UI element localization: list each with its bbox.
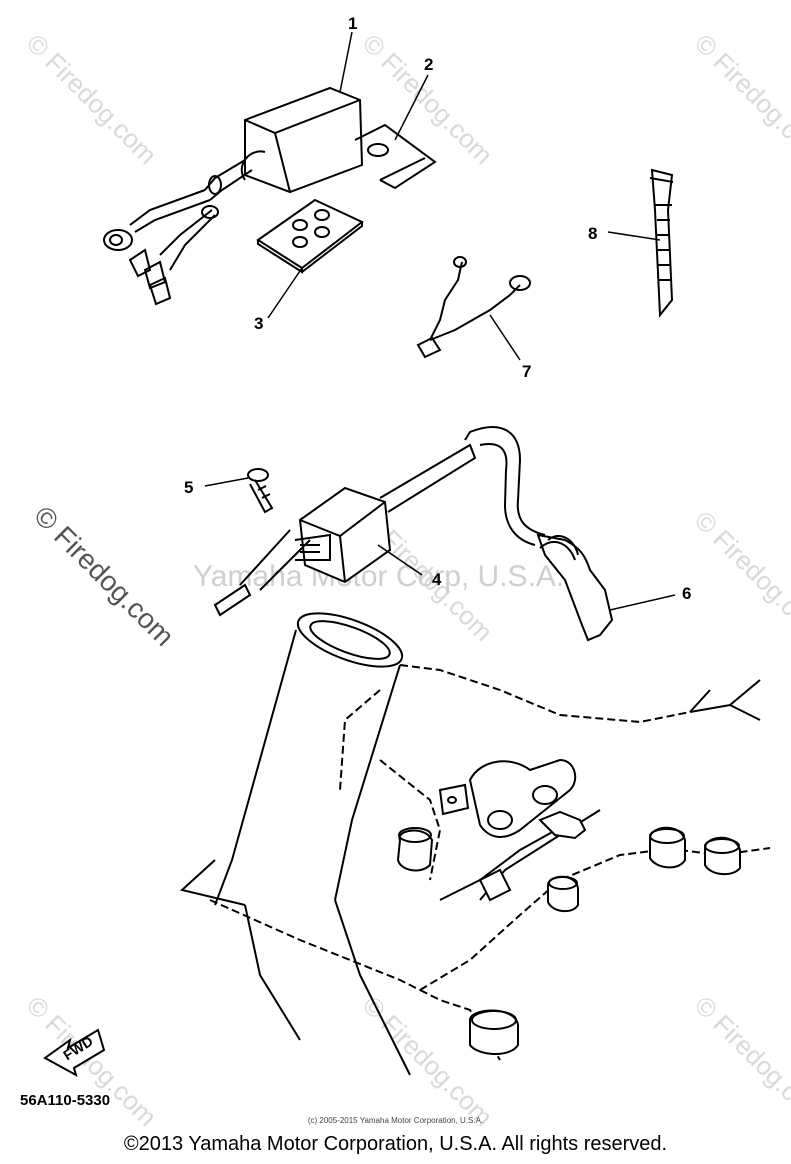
small-copyright: (c) 2005-2015 Yamaha Motor Corporation, … [307, 1116, 484, 1125]
cdi-unit [104, 88, 362, 304]
callout-8: 8 [588, 224, 598, 243]
plug-cap [465, 427, 612, 640]
bracket [355, 125, 435, 188]
callout-6: 6 [682, 584, 692, 603]
frame-brackets [398, 760, 740, 1054]
cable-band [650, 170, 673, 315]
bolt [248, 469, 272, 512]
ignition-coil [215, 445, 475, 615]
fwd-arrow [45, 1030, 104, 1075]
leader-lines [205, 32, 675, 610]
lead-wire [418, 257, 530, 357]
copyright-notice: ©2013 Yamaha Motor Corporation, U.S.A. A… [123, 1133, 668, 1155]
callout-4: 4 [432, 570, 442, 589]
watermark-center: Yamaha Motor Corp, U.S.A. [193, 560, 565, 593]
callout-1: 1 [348, 14, 358, 33]
callout-5: 5 [184, 478, 194, 497]
callout-7: 7 [522, 362, 532, 381]
callout-2: 2 [424, 55, 434, 74]
rubber-pad [258, 200, 362, 272]
callout-3: 3 [254, 314, 264, 333]
diagram-code: 56A110-5330 [20, 1092, 111, 1109]
